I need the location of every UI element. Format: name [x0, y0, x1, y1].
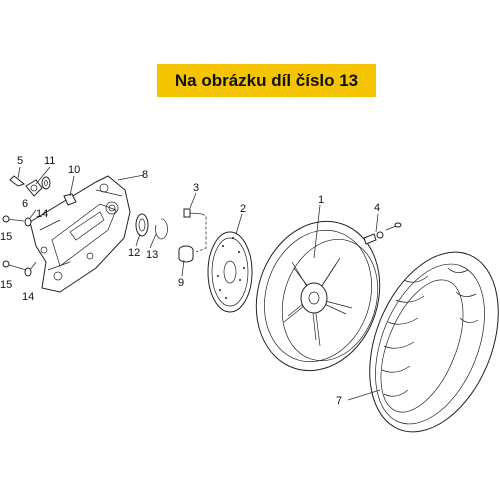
callout-3: 3	[193, 182, 199, 194]
callout-11: 11	[44, 155, 55, 167]
valve-parts-4	[363, 222, 402, 245]
screw-part-3	[183, 208, 203, 218]
part-number-banner: Na obrázku díl číslo 13	[157, 64, 376, 97]
spacer-part-9	[178, 245, 194, 263]
callout-14-lower: 14	[22, 291, 34, 303]
callout-9: 9	[178, 277, 184, 289]
circlip-part-13	[155, 218, 168, 240]
callout-15-lower: 15	[0, 279, 12, 291]
callout-5: 5	[17, 155, 23, 167]
callout-14-upper: 14	[36, 208, 48, 220]
callout-13: 13	[146, 249, 158, 261]
tyre-part-7	[369, 251, 499, 433]
leader-lines	[17, 166, 381, 401]
washer-lower-part-14	[24, 267, 32, 277]
callout-10: 10	[68, 164, 80, 176]
callout-12: 12	[128, 247, 140, 259]
brake-disc-part-2	[207, 231, 253, 313]
wheel-rim-part-1	[255, 220, 381, 372]
bushing-part-10	[63, 193, 77, 206]
callout-15-upper: 15	[0, 231, 12, 243]
washer-part-6	[41, 176, 51, 190]
callout-8: 8	[142, 169, 148, 181]
callout-2: 2	[240, 203, 246, 215]
callout-1: 1	[318, 194, 324, 206]
washer-upper-part-14	[24, 217, 32, 227]
bolt-lower-part-15	[2, 260, 27, 271]
clip-part-5	[9, 175, 26, 187]
bolt-upper-part-15	[2, 215, 25, 223]
swingarm-bracket	[29, 175, 131, 293]
callout-6: 6	[22, 198, 28, 210]
callout-4: 4	[374, 202, 380, 214]
callout-labels: 5 11 10 8 6 14 15 15 14 12 13 3 2 1 4 9 …	[0, 155, 380, 407]
bushing-part-11	[25, 179, 43, 197]
callout-7: 7	[336, 395, 342, 407]
bearing-part-12	[135, 213, 149, 237]
